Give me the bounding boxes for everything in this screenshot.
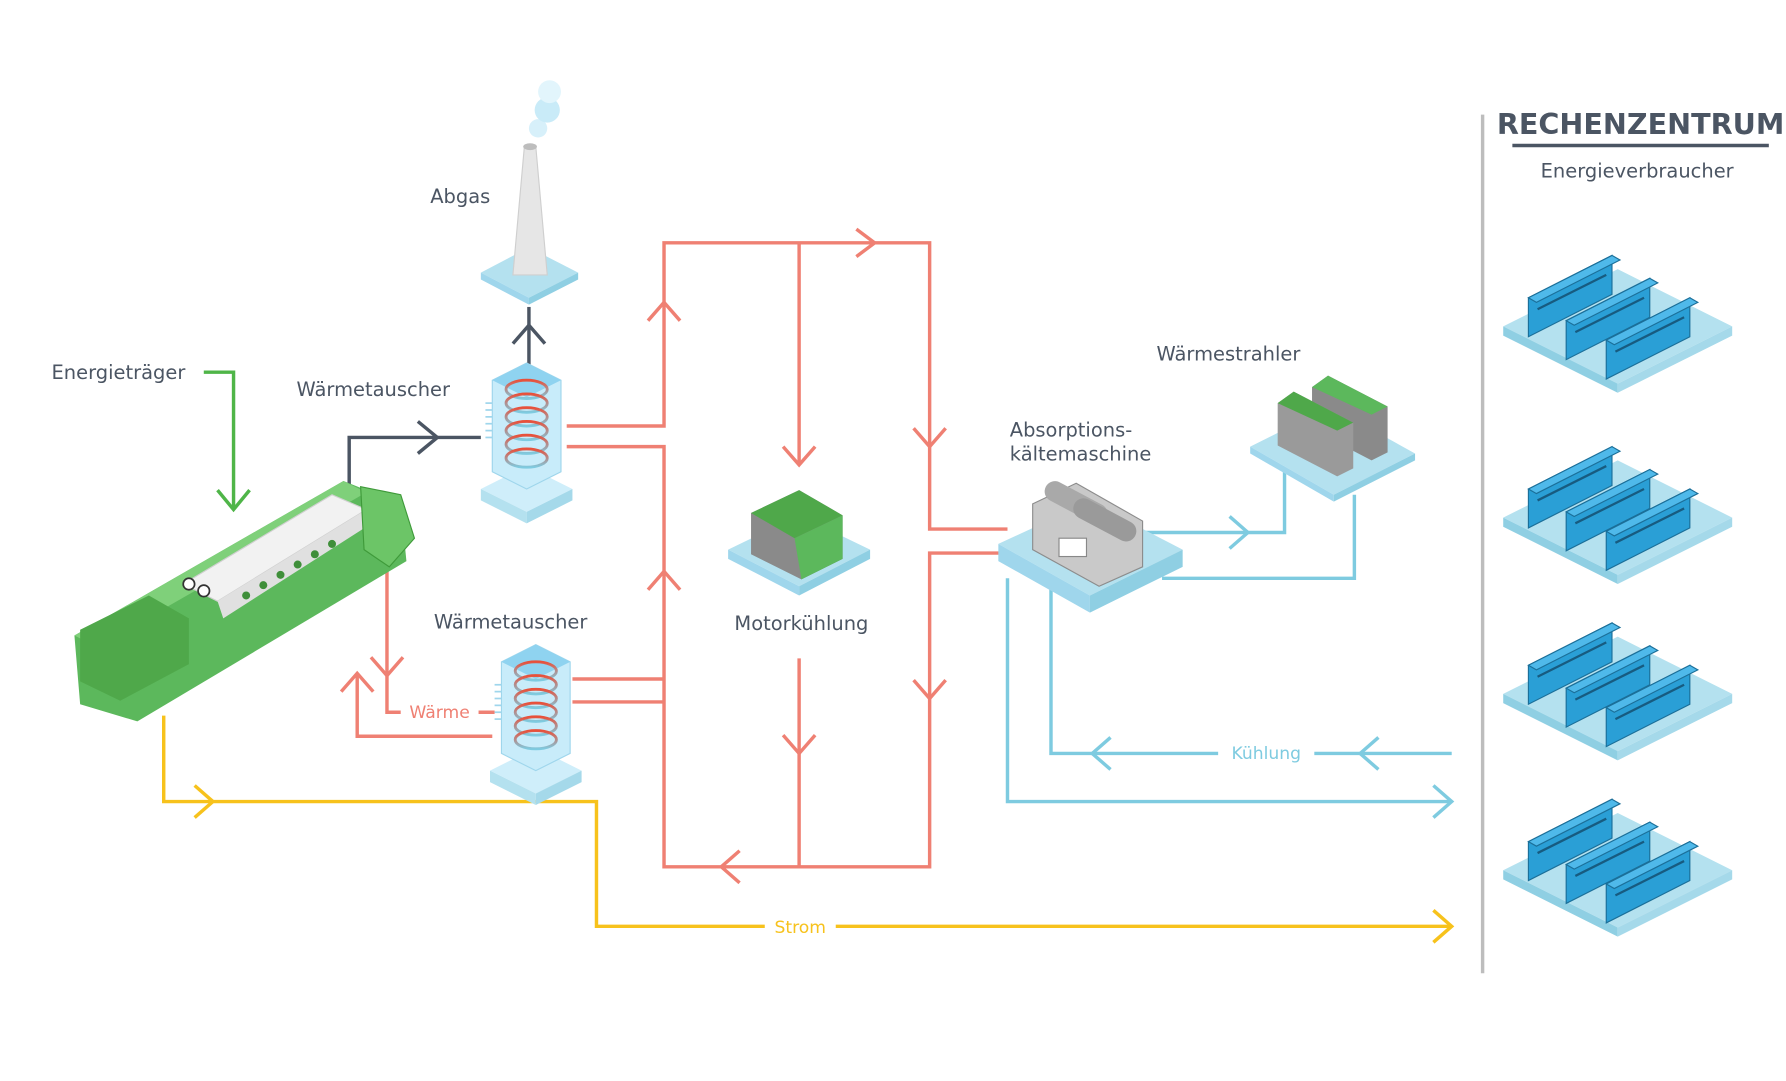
radiator-illustration [1250,375,1416,502]
data-center-title: RECHENZENTRUM [1497,107,1784,141]
data-center-subtitle: Energieverbraucher [1541,160,1734,183]
label-exhaust: Abgas [430,185,490,208]
label-absorption-chiller-1: Absorptions- [1010,418,1132,441]
engine-cooler-illustration [728,490,871,596]
label-energy-source: Energieträger [52,361,186,384]
label-absorption-chiller-2: kältemaschine [1010,442,1152,465]
arrow-down-icon [216,489,251,513]
chimney-illustration [480,80,579,305]
label-radiator: Wärmestrahler [1157,343,1301,366]
heat-arrows [339,227,947,885]
absorption-chiller-illustration [998,481,1183,613]
arrow-up-icon [511,322,547,345]
exhaust-flow [347,306,547,487]
server-rack-group-4 [1502,798,1734,938]
label-power: Strom [775,918,827,938]
server-rack-group-2 [1502,445,1734,586]
arrow-right-icon [416,420,441,455]
label-heat-exchanger-top: Wärmetauscher [297,378,451,401]
fuel-flow [203,370,251,513]
heat-flow [339,227,1008,885]
heat-exchanger-bottom-illustration [488,643,584,807]
server-rack-group-3 [1502,621,1734,762]
server-rack-group-1 [1502,254,1734,394]
heat-exchanger-top-illustration [479,361,574,525]
label-heat: Wärme [409,703,469,723]
cooling-flow [1005,469,1455,819]
label-cooling: Kühlung [1231,744,1301,764]
label-heat-exchanger-bottom: Wärmetauscher [434,611,588,634]
power-flow [161,715,1455,944]
engine-illustration [74,480,416,722]
label-engine-cooling: Motorkühlung [734,612,868,635]
